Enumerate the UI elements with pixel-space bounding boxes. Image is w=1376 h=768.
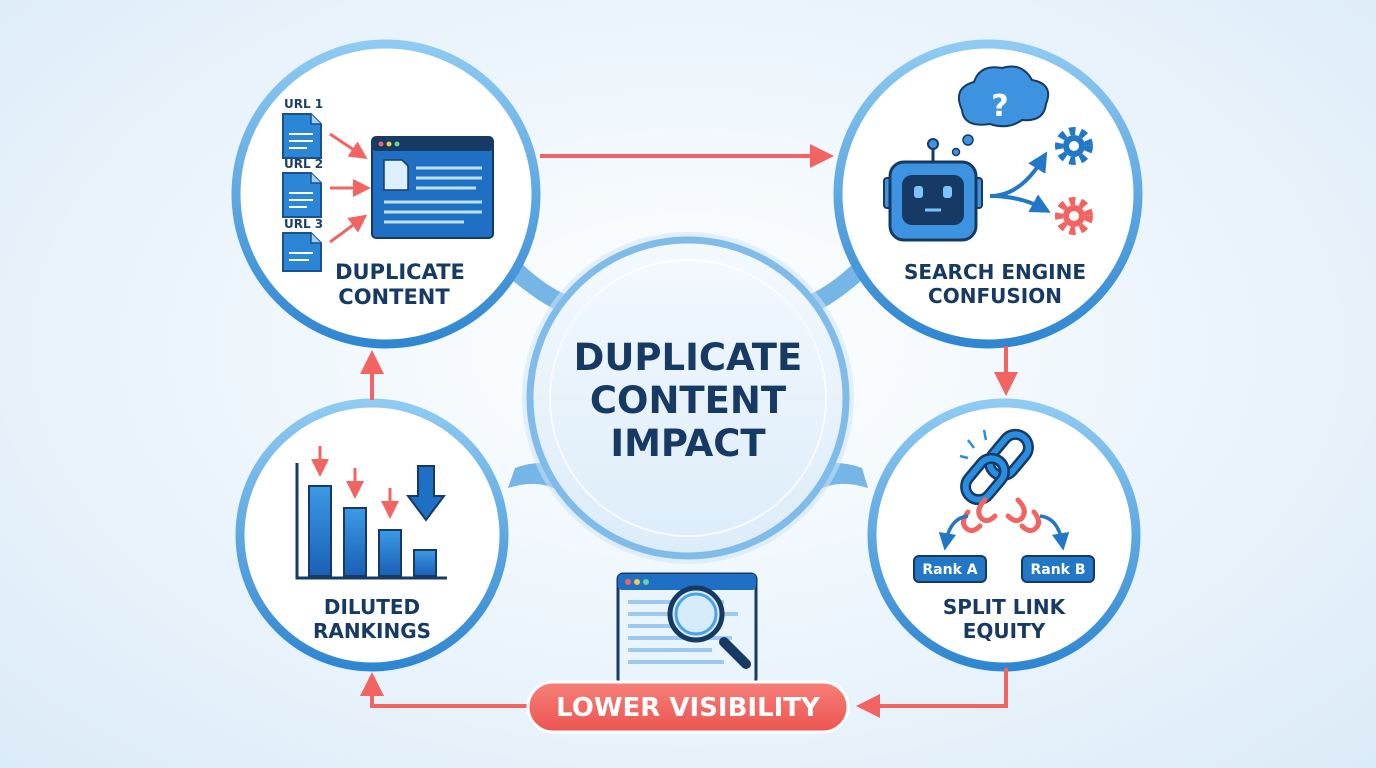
arrow-visibility-to-diluted xyxy=(360,672,528,708)
gear-icon xyxy=(1055,127,1093,165)
node-split-link-equity-line2: EQUITY xyxy=(963,619,1046,643)
break-sparks xyxy=(959,429,988,460)
branch-arrows xyxy=(989,151,1051,213)
node-split-link-equity: Rank A Rank B SPLIT LINK EQUITY xyxy=(867,398,1141,672)
node-duplicate-content-line1: DUPLICATE xyxy=(335,260,465,284)
arrow-split-to-visibility xyxy=(856,668,1008,718)
node-search-engine-confusion-line2: CONFUSION xyxy=(928,284,1062,308)
lower-visibility-pill: LOWER VISIBILITY xyxy=(526,680,850,734)
flow-arrows xyxy=(360,144,1018,718)
center-node: DUPLICATE CONTENT IMPACT xyxy=(522,232,854,564)
node-duplicate-content-line2: CONTENT xyxy=(338,285,450,309)
node-diluted-rankings-line1: DILUTED xyxy=(324,595,420,619)
question-mark: ? xyxy=(991,89,1008,124)
url-label-1: URL 1 xyxy=(284,97,323,111)
browser-window-icon xyxy=(371,136,494,239)
url-label-3: URL 3 xyxy=(284,217,323,231)
node-search-engine-confusion-line1: SEARCH ENGINE xyxy=(904,260,1086,284)
robot-icon xyxy=(883,138,983,242)
lower-visibility-group: LOWER VISIBILITY xyxy=(526,572,850,734)
rank-b-label: Rank B xyxy=(1030,562,1085,578)
lower-visibility-label: LOWER VISIBILITY xyxy=(556,693,821,723)
node-diluted-rankings: DILUTED RANKINGS xyxy=(235,398,509,672)
bar-chart-icon xyxy=(295,446,447,580)
document-icon xyxy=(282,172,322,218)
center-title-line1: DUPLICATE xyxy=(574,336,803,379)
node-search-engine-confusion: ? xyxy=(833,39,1143,349)
url-label-2: URL 2 xyxy=(284,157,323,171)
merge-arrows xyxy=(329,132,371,244)
document-icon xyxy=(282,232,322,272)
center-title-line3: IMPACT xyxy=(610,422,766,465)
thought-bubble-icon: ? xyxy=(951,65,1050,157)
node-split-link-equity-line1: SPLIT LINK xyxy=(943,595,1067,619)
magnifier-icon xyxy=(667,585,751,669)
rank-a-chip: Rank A xyxy=(913,555,987,583)
node-duplicate-content: URL 1 URL 2 URL 3 xyxy=(231,39,541,349)
rank-b-chip: Rank B xyxy=(1021,555,1095,583)
center-title-line2: CONTENT xyxy=(590,379,787,422)
chain-link-icon xyxy=(960,428,1034,506)
gear-icon xyxy=(1055,197,1093,235)
split-arrows xyxy=(938,514,1070,551)
document-icon xyxy=(282,113,322,159)
node-diluted-rankings-line2: RANKINGS xyxy=(313,619,431,643)
rank-a-label: Rank A xyxy=(922,562,977,578)
